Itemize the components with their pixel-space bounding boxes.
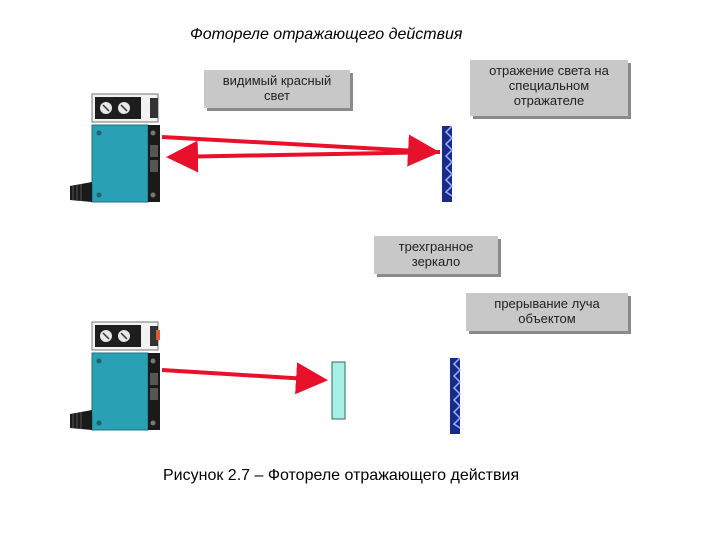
beam-reflected [166, 140, 441, 173]
reflector-bottom [450, 357, 462, 434]
label-line: отражение света на [489, 63, 609, 78]
label-line: отражателе [513, 93, 585, 108]
label-reflection: отражение света на специальном отражател… [470, 60, 628, 116]
label-line: объектом [518, 311, 576, 326]
beam-outgoing [161, 134, 440, 167]
label-line: трехгранное [398, 239, 474, 254]
label-triple-mirror: трехгранное зеркало [374, 236, 498, 274]
label-line: специальном [508, 78, 590, 93]
figure-caption: Рисунок 2.7 – Фотореле отражающего дейст… [163, 467, 520, 484]
label-beam-interruption: прерывание луча объектом [466, 293, 628, 331]
diagram-title: Фотореле отражающего действия [190, 26, 463, 43]
label-line: видимый красный [222, 73, 332, 88]
sensor-bottom [70, 321, 160, 431]
interrupting-object [331, 361, 346, 420]
label-line: прерывание луча [494, 296, 600, 311]
reflector-top [442, 125, 454, 202]
sensor-top [70, 93, 160, 203]
label-visible-red-light: видимый красный свет [204, 70, 350, 108]
beam-interrupted [161, 362, 328, 395]
label-line: свет [263, 88, 290, 103]
label-line: зеркало [411, 254, 461, 269]
